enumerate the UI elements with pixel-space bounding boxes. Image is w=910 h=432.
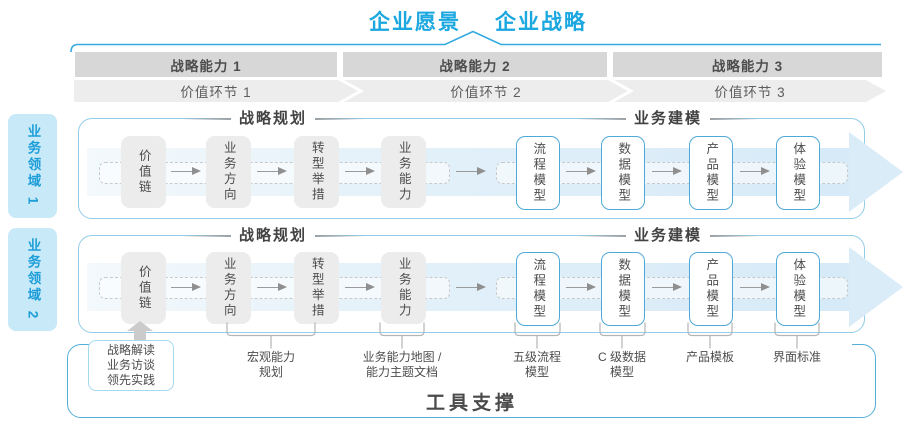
practice-box: 战略解读 业务访谈 领先实践 xyxy=(88,340,174,391)
model-box-experience: 体验模型 xyxy=(776,252,820,326)
header-line-left xyxy=(180,118,231,120)
flow-arrow xyxy=(171,283,201,292)
capability-bar-1: 战略能力 1 xyxy=(75,52,337,77)
note-macro-capability-planning: 宏观能力 规划 xyxy=(247,350,295,380)
practice-line-1: 战略解读 xyxy=(106,343,155,357)
note-line: 产品模板 xyxy=(685,350,735,364)
flow-arrow xyxy=(740,167,770,176)
note-product-template: 产品模板 xyxy=(686,350,734,365)
flow-arrow xyxy=(740,283,770,292)
value-link-1-label: 价值环节 1 xyxy=(180,85,252,100)
up-arrow-icon xyxy=(127,321,153,331)
up-arrow-shaft xyxy=(134,330,146,341)
step-box-business-capability: 业务能力 xyxy=(381,252,426,324)
note-process-model: 五级流程 模型 xyxy=(513,350,561,380)
note-line: 模型 xyxy=(609,365,635,379)
model-box-data: 数据模型 xyxy=(601,136,645,210)
value-link-segment-3: 价值环节 3 xyxy=(614,80,886,102)
planning-header-label: 战略规划 xyxy=(230,109,316,129)
strategy-title: 企业战略 xyxy=(495,11,587,34)
capability-bar-1-label: 战略能力 1 xyxy=(170,58,242,74)
model-box-product: 产品模型 xyxy=(689,136,733,210)
flow-arrow xyxy=(345,283,375,292)
domain-label-1: 业务领域 1 xyxy=(8,114,57,218)
note-line: C 级数据 xyxy=(597,350,647,364)
header-line-right xyxy=(710,235,761,237)
step-box-business-direction: 业务方向 xyxy=(206,136,251,208)
step-box-value-chain: 价值链 xyxy=(121,136,166,208)
big-arrow-head xyxy=(849,247,903,327)
value-link-segment-1: 价值环节 1 xyxy=(74,80,358,102)
value-link-2-label: 价值环节 2 xyxy=(450,85,522,100)
flow-arrow xyxy=(652,283,682,292)
domain-row-1: 战略规划 业务建模 价值链 业务方向 转型举措 业务能力 流程模型 数据模型 产… xyxy=(78,109,903,219)
modeling-header-label: 业务建模 xyxy=(625,226,711,246)
note-line: 宏观能力 xyxy=(246,350,296,364)
capability-bar-2-label: 战略能力 2 xyxy=(439,58,511,74)
section-header-planning: 战略规划 xyxy=(180,226,366,246)
planning-header-label: 战略规划 xyxy=(230,226,316,246)
header-line-left xyxy=(575,235,626,237)
domain-1-text: 业务领域 1 xyxy=(25,124,41,208)
step-box-transformation: 转型举措 xyxy=(294,252,339,324)
capability-bar-3-label: 战略能力 3 xyxy=(711,58,784,74)
flow-arrow xyxy=(456,283,486,292)
flow-arrow xyxy=(345,167,375,176)
practice-line-3: 领先实践 xyxy=(106,373,155,387)
tool-support-title: 工具支撑 xyxy=(425,393,519,414)
note-capability-map: 业务能力地图 / 能力主题文档 xyxy=(363,350,442,380)
model-box-experience: 体验模型 xyxy=(776,136,820,210)
section-header-modeling: 业务建模 xyxy=(575,226,761,246)
step-box-business-capability: 业务能力 xyxy=(381,136,426,208)
capability-bar-3: 战略能力 3 xyxy=(613,52,882,77)
value-link-3-label: 价值环节 3 xyxy=(714,85,786,100)
dashed-phase-band-planning xyxy=(99,162,450,184)
model-box-data: 数据模型 xyxy=(601,252,645,326)
header-line-right xyxy=(315,235,366,237)
step-box-transformation: 转型举措 xyxy=(294,136,339,208)
header-line-right xyxy=(315,118,366,120)
section-header-planning: 战略规划 xyxy=(180,109,366,129)
model-box-process: 流程模型 xyxy=(516,136,560,210)
note-data-model: C 级数据 模型 xyxy=(598,350,646,380)
flow-arrow xyxy=(257,167,287,176)
domain-row-2: 战略规划 业务建模 价值链 业务方向 转型举措 业务能力 流程模型 数据模型 产… xyxy=(78,226,903,333)
section-header-modeling: 业务建模 xyxy=(575,109,761,129)
model-box-process: 流程模型 xyxy=(516,252,560,326)
tool-support-top-gap xyxy=(100,343,852,347)
flow-arrow xyxy=(652,167,682,176)
note-line: 规划 xyxy=(258,365,284,379)
note-ui-standard: 界面标准 xyxy=(773,350,821,365)
note-line: 能力主题文档 xyxy=(365,365,439,379)
flow-arrow xyxy=(566,167,596,176)
header-line-left xyxy=(575,118,626,120)
flow-arrow xyxy=(257,283,287,292)
domain-2-text: 业务领域 2 xyxy=(25,237,41,322)
header-line-left xyxy=(180,235,231,237)
step-box-value-chain: 价值链 xyxy=(121,252,166,324)
modeling-header-label: 业务建模 xyxy=(625,109,711,129)
big-arrow-head xyxy=(849,132,903,212)
note-line: 界面标准 xyxy=(772,350,822,364)
flow-arrow xyxy=(171,167,201,176)
top-titles: 企业愿景 企业战略 xyxy=(369,6,587,36)
header-line-right xyxy=(710,118,761,120)
capability-bar-2: 战略能力 2 xyxy=(343,52,607,77)
practice-line-2: 业务访谈 xyxy=(106,358,155,372)
domain-label-2: 业务领域 2 xyxy=(8,228,57,331)
model-box-product: 产品模型 xyxy=(689,252,733,326)
note-line: 业务能力地图 / xyxy=(362,350,442,364)
flow-arrow xyxy=(456,167,486,176)
value-link-segment-2: 价值环节 2 xyxy=(344,80,628,102)
dashed-phase-band-modeling xyxy=(496,162,848,184)
flow-arrow xyxy=(566,283,596,292)
vision-title: 企业愿景 xyxy=(369,11,461,34)
note-line: 模型 xyxy=(524,365,550,379)
step-box-business-direction: 业务方向 xyxy=(206,252,251,324)
note-line: 五级流程 xyxy=(512,350,562,364)
